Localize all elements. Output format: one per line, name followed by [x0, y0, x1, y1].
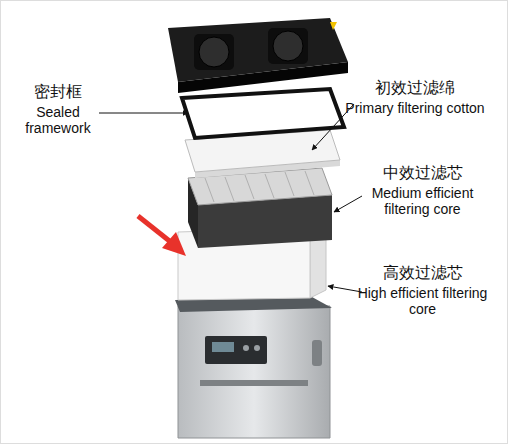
- part-name-zh: 密封框: [10, 82, 106, 102]
- part-name-zh: 中效过滤芯: [350, 163, 495, 183]
- part-name-zh: 高效过滤芯: [350, 263, 495, 283]
- sealed-frame: [182, 89, 344, 138]
- leader-line: [99, 113, 188, 114]
- part-name-zh: 初效过滤绵: [345, 78, 485, 98]
- pointer-arrow: [138, 216, 172, 243]
- part-name-en: Sealed framework: [10, 104, 106, 136]
- button: [243, 345, 249, 351]
- leader-line: [328, 286, 362, 292]
- fan-housing: [268, 28, 308, 64]
- button: [254, 345, 260, 351]
- lid: [168, 18, 348, 82]
- fan-housing: [194, 34, 234, 70]
- fan: [273, 31, 303, 61]
- part-name-en: High efficient filtering core: [350, 285, 495, 317]
- display-screen: [212, 342, 234, 352]
- brand-plate: [200, 380, 308, 386]
- display-panel: [205, 336, 267, 364]
- warning-sticker: [330, 22, 337, 30]
- leader-line: [334, 196, 362, 212]
- fan: [199, 37, 229, 67]
- part-name-en: Medium efficient filtering core: [350, 185, 495, 217]
- base-unit: [178, 306, 330, 438]
- handle-slot: [312, 340, 322, 366]
- part-name-en: Primary filtering cotton: [345, 100, 485, 116]
- pointer-arrow-head: [162, 232, 186, 256]
